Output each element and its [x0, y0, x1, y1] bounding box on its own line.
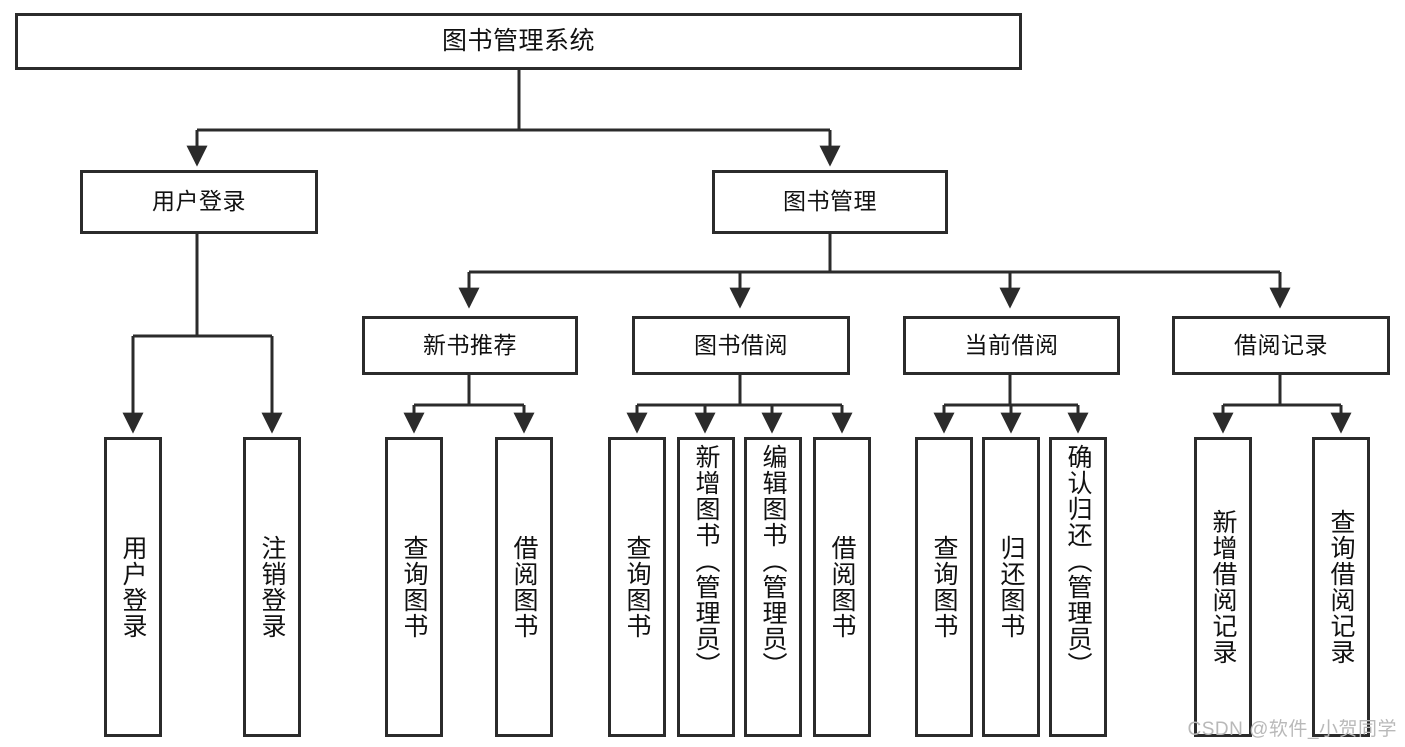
- node-borrow-record[interactable]: 借阅记录: [1172, 316, 1390, 375]
- node-label: 用户登录: [119, 535, 147, 639]
- node-label: 图书借阅: [694, 331, 788, 358]
- node-leaf-return-book[interactable]: 归还图书: [982, 437, 1040, 737]
- node-leaf-add-book-admin[interactable]: 新增图书（管理员）: [677, 437, 735, 737]
- node-leaf-query-book-current[interactable]: 查询图书: [915, 437, 973, 737]
- node-leaf-edit-book-admin[interactable]: 编辑图书（管理员）: [744, 437, 802, 737]
- node-leaf-add-borrow-record[interactable]: 新增借阅记录: [1194, 437, 1252, 737]
- node-leaf-user-login[interactable]: 用户登录: [104, 437, 162, 737]
- node-label: 查询借阅记录: [1327, 509, 1355, 665]
- node-label: 借阅记录: [1234, 331, 1328, 358]
- node-book-management[interactable]: 图书管理: [712, 170, 948, 234]
- node-label: 当前借阅: [964, 331, 1059, 358]
- node-label: 新增图书（管理员）: [692, 444, 720, 678]
- node-leaf-borrow-book-recommend[interactable]: 借阅图书: [495, 437, 553, 737]
- node-leaf-query-borrow-record[interactable]: 查询借阅记录: [1312, 437, 1370, 737]
- node-label: 查询图书: [400, 535, 428, 639]
- node-current-borrow[interactable]: 当前借阅: [903, 316, 1120, 375]
- node-label: 查询图书: [623, 535, 651, 639]
- node-label: 借阅图书: [828, 535, 856, 639]
- node-leaf-query-book-borrow[interactable]: 查询图书: [608, 437, 666, 737]
- node-user-login[interactable]: 用户登录: [80, 170, 318, 234]
- node-label: 用户登录: [152, 188, 246, 215]
- node-leaf-query-book-recommend[interactable]: 查询图书: [385, 437, 443, 737]
- node-label: 归还图书: [997, 535, 1025, 639]
- node-leaf-borrow-book[interactable]: 借阅图书: [813, 437, 871, 737]
- node-new-book-recommend[interactable]: 新书推荐: [362, 316, 578, 375]
- node-book-borrow[interactable]: 图书借阅: [632, 316, 850, 375]
- node-label: 图书管理: [783, 188, 877, 215]
- node-label: 新增借阅记录: [1209, 509, 1237, 665]
- node-label: 注销登录: [258, 535, 286, 639]
- node-root-book-management-system[interactable]: 图书管理系统: [15, 13, 1022, 70]
- node-label: 编辑图书（管理员）: [759, 444, 787, 678]
- node-label: 查询图书: [930, 535, 958, 639]
- node-leaf-logout[interactable]: 注销登录: [243, 437, 301, 737]
- node-leaf-confirm-return-admin[interactable]: 确认归还（管理员）: [1049, 437, 1107, 737]
- watermark: CSDN @软件_小贺同学: [1187, 719, 1397, 740]
- node-label: 图书管理系统: [441, 26, 595, 55]
- node-label: 借阅图书: [510, 535, 538, 639]
- node-label: 确认归还（管理员）: [1064, 444, 1092, 678]
- node-label: 新书推荐: [423, 331, 517, 358]
